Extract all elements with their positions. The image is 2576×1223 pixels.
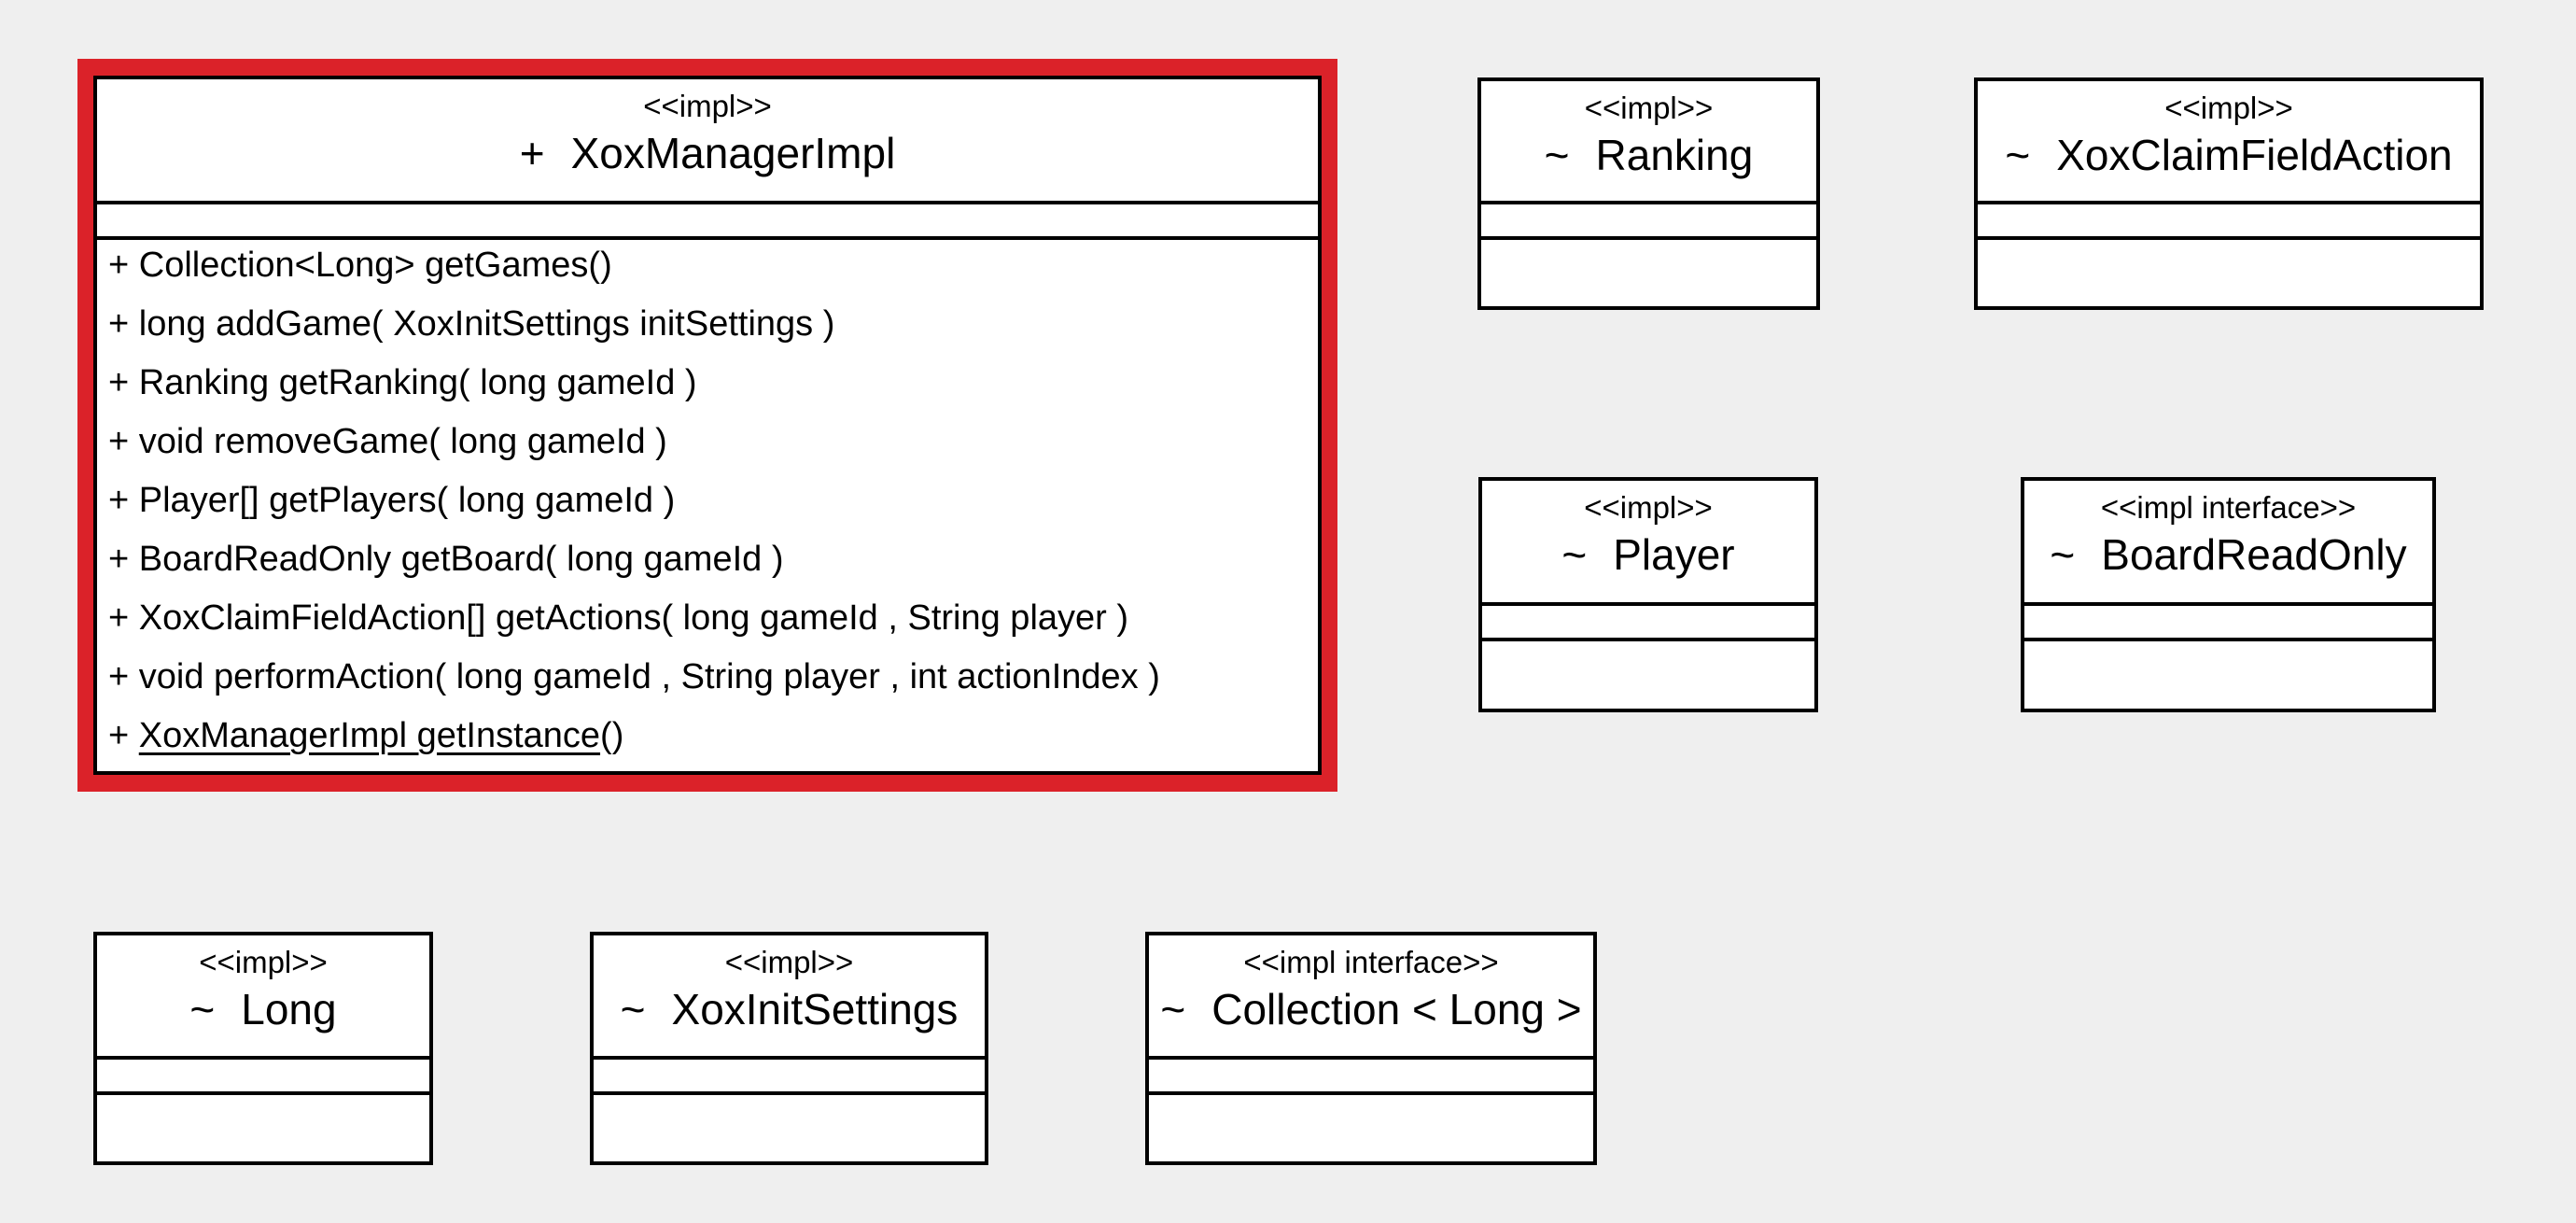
method-row-static[interactable]: + XoxManagerImpl getInstance() (108, 716, 623, 756)
method-row[interactable]: + Ranking getRanking( long gameId ) (108, 363, 697, 403)
method-row[interactable]: + long addGame( XoxInitSettings initSett… (108, 304, 834, 344)
text-span: XoxClaimFieldAction[] getActions( long g… (138, 598, 1129, 638)
visibility-marker: + (519, 129, 545, 177)
text-span: ~ (1160, 985, 1186, 1033)
text-span: ~ (620, 985, 646, 1033)
text-span: Player (1613, 530, 1735, 579)
attributes-divider (1482, 602, 1814, 606)
class-xox-manager-impl[interactable]: <<impl>> + XoxManagerImpl + Collection<Lo… (93, 76, 1322, 775)
methods-divider (1482, 638, 1814, 641)
text-span: + (108, 363, 130, 402)
attributes-divider (97, 1056, 429, 1060)
class-stereotype: <<impl interface>> (2100, 490, 2357, 525)
text-span: + (108, 422, 130, 461)
class-name: ~ Long (97, 984, 429, 1034)
text-span: BoardReadOnly (2101, 530, 2407, 579)
class-stereotype: <<impl>> (1584, 490, 1713, 525)
text-span: void performAction( long gameId , String… (138, 657, 1160, 696)
class-collection-long[interactable]: <<impl interface>> ~ Collection < Long > (1145, 932, 1597, 1165)
text-span: Long (241, 985, 337, 1033)
class-stereotype: <<impl>> (199, 945, 328, 979)
class-long[interactable]: <<impl>> ~ Long (93, 932, 433, 1165)
method-row[interactable]: + void performAction( long gameId , Stri… (108, 657, 1160, 697)
text-span: Ranking (1595, 131, 1754, 179)
method-row[interactable]: + Player[] getPlayers( long gameId ) (108, 481, 675, 521)
class-stereotype: <<impl interface>> (1243, 945, 1499, 979)
text-span: Collection<Long> getGames() (138, 246, 612, 285)
attributes-divider (594, 1056, 985, 1060)
text-span: XoxClaimFieldAction (2056, 131, 2453, 179)
class-name: ~ Ranking (1481, 130, 1816, 180)
text-span: ~ (1544, 131, 1570, 179)
text-span: Ranking getRanking( long gameId ) (138, 363, 697, 402)
class-name: ~ Collection < Long > (1149, 984, 1593, 1034)
method-row[interactable]: + XoxClaimFieldAction[] getActions( long… (108, 598, 1128, 639)
attributes-divider (2024, 602, 2432, 606)
text-span: ~ (1561, 530, 1588, 579)
methods-divider (1978, 236, 2480, 240)
class-ranking[interactable]: <<impl>> ~ Ranking (1477, 77, 1820, 310)
text-span: Player[] getPlayers( long gameId ) (138, 481, 676, 520)
methods-divider (1481, 236, 1816, 240)
method-row[interactable]: + BoardReadOnly getBoard( long gameId ) (108, 540, 784, 580)
class-board-read-only[interactable]: <<impl interface>> ~ BoardReadOnly (2021, 477, 2436, 712)
attributes-divider (1149, 1056, 1593, 1060)
text-span: void removeGame( long gameId ) (138, 422, 667, 461)
text-span: + (108, 657, 130, 696)
class-xox-claim-field-action[interactable]: <<impl>> ~ XoxClaimFieldAction (1974, 77, 2484, 310)
methods-divider (594, 1091, 985, 1095)
class-name: ~ Player (1482, 529, 1814, 580)
text-span: ~ (2005, 131, 2031, 179)
text-span: ~ (2050, 530, 2076, 579)
method-row[interactable]: + Collection<Long> getGames() (108, 246, 612, 286)
text-span: + (108, 598, 130, 638)
methods-divider (97, 1091, 429, 1095)
text-span: BoardReadOnly getBoard( long gameId ) (138, 540, 784, 579)
text-span: () (600, 716, 624, 755)
text-span: ~ (189, 985, 216, 1033)
class-stereotype: <<impl>> (724, 945, 854, 979)
methods-divider (1149, 1091, 1593, 1095)
text-span: + (108, 540, 130, 579)
class-name: ~ XoxClaimFieldAction (1978, 130, 2480, 180)
static-method-signature: XoxManagerImpl getInstance (138, 716, 601, 755)
text-span: + (108, 716, 130, 755)
class-player[interactable]: <<impl>> ~ Player (1478, 477, 1818, 712)
attributes-divider (97, 201, 1318, 204)
text-span: + (108, 481, 130, 520)
methods-divider (97, 236, 1318, 240)
class-name: ~ XoxInitSettings (594, 984, 985, 1034)
class-stereotype: <<impl>> (643, 89, 772, 123)
class-name: + XoxManagerImpl (97, 128, 1318, 178)
class-name: ~ BoardReadOnly (2024, 529, 2432, 580)
class-name-text: XoxManagerImpl (570, 129, 896, 177)
text-span: + (108, 246, 130, 285)
class-stereotype: <<impl>> (2164, 91, 2293, 125)
attributes-divider (1978, 201, 2480, 204)
text-span: long addGame( XoxInitSettings initSettin… (138, 304, 835, 344)
methods-divider (2024, 638, 2432, 641)
method-row[interactable]: + void removeGame( long gameId ) (108, 422, 667, 462)
attributes-divider (1481, 201, 1816, 204)
text-span: XoxInitSettings (671, 985, 959, 1033)
class-xox-init-settings[interactable]: <<impl>> ~ XoxInitSettings (590, 932, 988, 1165)
class-stereotype: <<impl>> (1584, 91, 1714, 125)
text-span: Collection < Long > (1211, 985, 1582, 1033)
text-span: + (108, 304, 130, 344)
